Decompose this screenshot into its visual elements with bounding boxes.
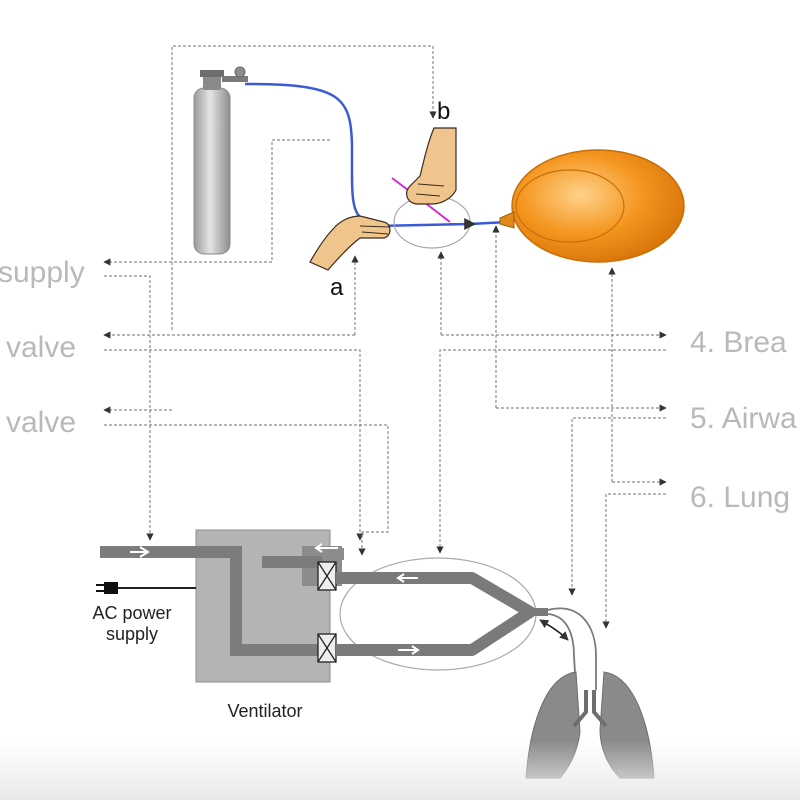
bottom-fade	[0, 740, 800, 800]
label-hand-b: b	[437, 98, 451, 125]
label-breathing: 4. Brea	[690, 326, 787, 359]
ventilator-box	[100, 529, 344, 683]
label-ac-power: AC power supply	[72, 603, 192, 645]
label-gas-supply: supply	[0, 256, 85, 289]
breathing-circuit	[336, 557, 597, 691]
line-cylinder-to-b	[171, 45, 437, 330]
breathing-bag	[499, 149, 685, 263]
label-airway: 5. Airwa	[690, 402, 797, 435]
label-ac-power-line1: AC power	[92, 603, 172, 623]
label-hand-a: a	[330, 274, 344, 301]
line-a5-in	[568, 417, 666, 596]
signal-lines	[103, 45, 667, 629]
line-l6-in	[602, 493, 666, 629]
label-lung: 6. Lung	[690, 481, 791, 514]
line-b4-in	[436, 349, 666, 554]
hand-b	[406, 127, 457, 205]
hand-a	[309, 215, 391, 271]
label-ac-power-line2: supply	[105, 624, 159, 644]
power-plug	[96, 582, 196, 594]
oxygen-tube	[244, 82, 509, 228]
label-valve-1: valve	[6, 331, 77, 364]
label-ventilator: Ventilator	[227, 701, 303, 721]
oxygen-cylinder	[193, 66, 248, 255]
line-supply-to-vent	[104, 275, 154, 541]
label-valve-2: valve	[6, 406, 77, 439]
line-valve2-to-vent	[104, 424, 389, 556]
line-valve1-in	[104, 349, 364, 541]
